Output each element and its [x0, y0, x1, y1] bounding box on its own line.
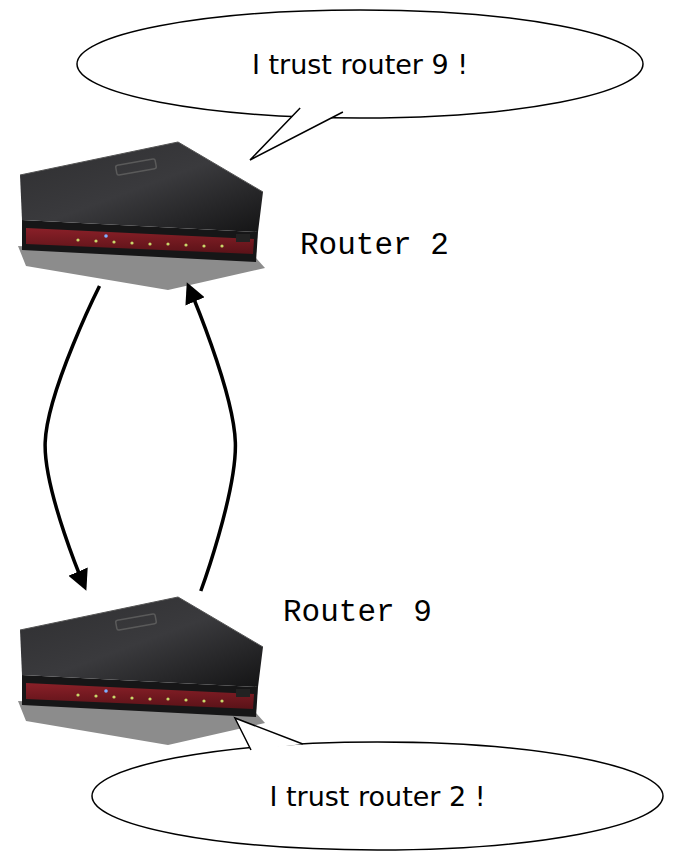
- router-node: Router 9: [18, 595, 265, 745]
- speech-text: I trust router 2 !: [269, 781, 485, 812]
- speech-bubble: I trust router 2 !: [90, 740, 665, 852]
- router-picture: [18, 142, 265, 290]
- speech-text: I trust router 9 !: [252, 49, 468, 80]
- router-node: Router 2: [18, 140, 265, 290]
- router-label: Router 2: [300, 228, 449, 263]
- router-picture: [18, 597, 265, 745]
- speech-bubble: I trust router 9 !: [75, 8, 645, 120]
- router-label: Router 9: [283, 595, 432, 630]
- trust-arrow: [188, 286, 235, 591]
- trust-arrow: [45, 286, 99, 587]
